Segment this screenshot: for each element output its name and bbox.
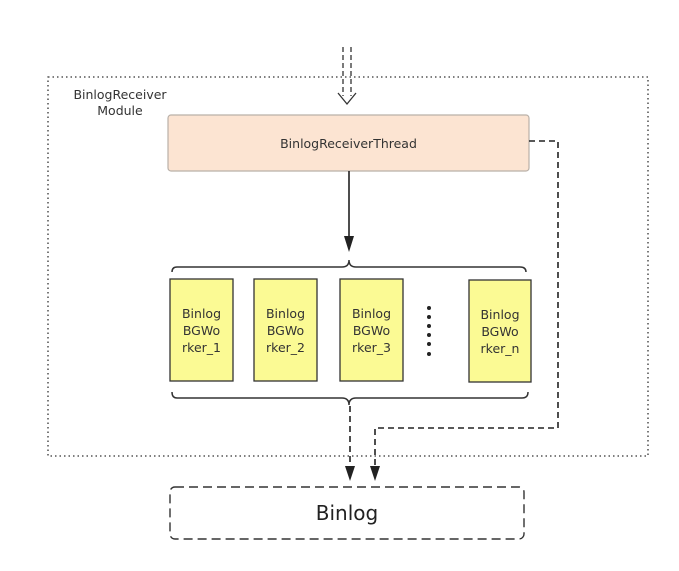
dispatch-arrow-head [344, 236, 354, 252]
worker-label-2: Binlog BGWo rker_2 [254, 279, 317, 381]
thread-label: BinlogReceiverThread [280, 135, 417, 151]
thread-to-binlog-route [374, 140, 559, 470]
worker-box-1 [169, 278, 234, 382]
worker-2-line1: Binlog [265, 305, 306, 321]
module-label-line2: Module [97, 103, 143, 118]
bottom-brace [171, 391, 529, 406]
module-boundary [47, 76, 649, 457]
worker-1-line2: BGWo [182, 322, 221, 338]
worker-3-line3: rker_3 [352, 339, 391, 355]
worker-3-line2: BGWo [352, 322, 391, 338]
worker-n-line2: BGWo [481, 323, 519, 339]
worker-box-3 [339, 278, 404, 382]
worker-box-n [468, 279, 532, 383]
worker-2-line2: BGWo [266, 322, 305, 338]
worker-1-line1: Binlog [181, 305, 222, 321]
thread-to-binlog-arrow-head [370, 466, 380, 481]
binlog-box [169, 486, 525, 540]
incoming-arrow-head [337, 92, 357, 106]
workers-to-binlog-arrow-head [345, 466, 355, 481]
binlog-label: Binlog [315, 501, 379, 525]
worker-n-line3: rker_n [480, 340, 520, 356]
worker-2-line3: rker_2 [266, 339, 305, 355]
worker-1-line3: rker_1 [182, 339, 221, 355]
worker-label-3: Binlog BGWo rker_3 [340, 279, 403, 381]
top-brace [171, 259, 527, 273]
worker-label-n: Binlog BGWo rker_n [469, 280, 531, 382]
worker-n-line1: Binlog [480, 306, 520, 322]
module-label: BinlogReceiver Module [62, 87, 178, 119]
ellipsis-dots [427, 306, 431, 356]
incoming-arrow [342, 47, 352, 96]
worker-box-2 [253, 278, 318, 382]
worker-label-1: Binlog BGWo rker_1 [170, 279, 233, 381]
module-label-line1: BinlogReceiver [73, 87, 167, 102]
worker-3-line1: Binlog [351, 305, 392, 321]
